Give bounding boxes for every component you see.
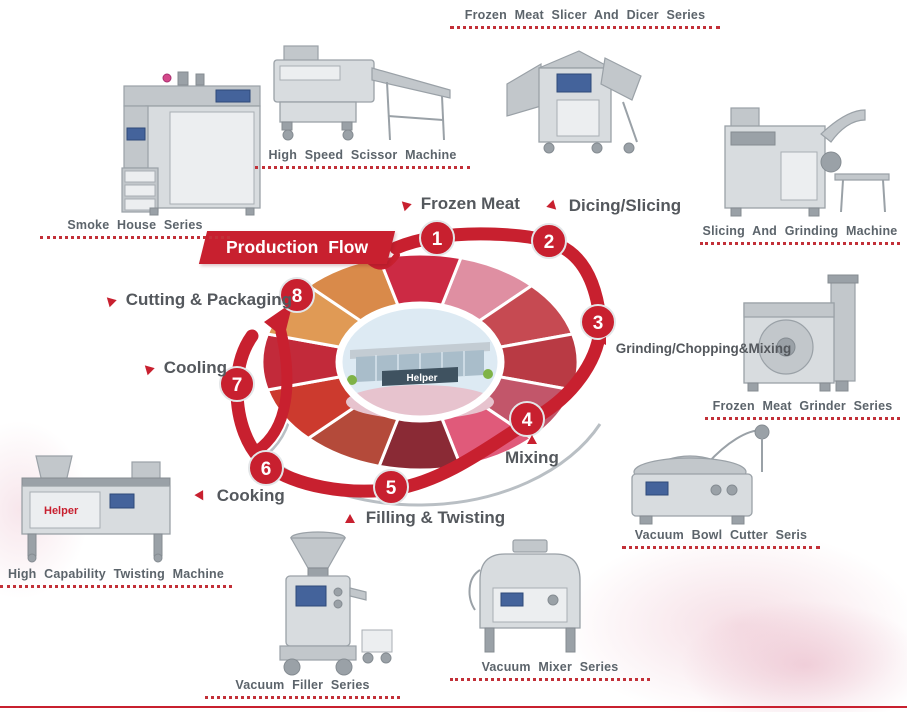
triangle-marker-icon (194, 490, 208, 503)
machine-series-label: Smoke House Series (67, 218, 203, 232)
dotted-underline (705, 417, 900, 421)
step-number: 6 (261, 459, 272, 480)
label-smoke-house-series: Smoke House Series (40, 218, 230, 240)
flow-step-label: Mixing (505, 448, 559, 467)
flow-step-mixing: Mixing (505, 435, 559, 468)
triangle-marker-icon (526, 435, 537, 444)
step-number: 8 (292, 286, 303, 307)
step-badge-3 (580, 304, 616, 340)
triangle-marker-icon (345, 514, 355, 524)
dotted-underline (255, 166, 470, 170)
flow-step-label: Frozen Meat (420, 194, 520, 213)
flow-step-dicing-slicing: Dicing/Slicing (546, 196, 682, 216)
label-vacuum-filler-series: Vacuum Filler Series (205, 678, 400, 700)
machine-series-label: Vacuum Mixer Series (481, 660, 619, 674)
flow-step-filling-twisting: Filling & Twisting (345, 508, 505, 528)
step-badge-7 (219, 366, 255, 402)
flow-step-grinding-chopping: Grinding/Chopping&Mixing (598, 337, 792, 356)
brand-logo-text: Helper (44, 505, 79, 517)
dotted-underline (450, 678, 650, 682)
step-badges: 1 2 3 4 5 6 7 8 (219, 220, 616, 505)
smoke-house-machine-image (121, 71, 261, 216)
frozen-meat-slicer-machine-image (506, 50, 642, 154)
factory-building-photo: Helper (335, 301, 505, 423)
label-vacuum-mixer-series: Vacuum Mixer Series (450, 660, 650, 682)
label-twisting-machine: High Capability Twisting Machine (0, 567, 232, 589)
flow-step-frozen-meat: Frozen Meat (398, 194, 520, 214)
vacuum-filler-machine-image (279, 531, 393, 676)
label-frozen-meat-grinder-series: Frozen Meat Grinder Series (705, 399, 900, 421)
machine-series-label: Slicing And Grinding Machine (702, 224, 898, 238)
triangle-marker-icon (546, 199, 560, 214)
flow-step-label: Cooling (163, 358, 227, 377)
dotted-underline (0, 585, 232, 589)
slicing-grinding-machine-image (724, 107, 890, 217)
step-number: 2 (544, 232, 555, 253)
flow-step-cooling: Cooling (141, 358, 227, 378)
arrowhead-icon (264, 302, 293, 338)
flow-step-label: Grinding/Chopping&Mixing (615, 341, 792, 356)
machine-series-label: Vacuum Filler Series (235, 678, 370, 692)
triangle-marker-icon (141, 361, 155, 376)
dotted-underline (622, 546, 820, 550)
frozen-meat-grinder-machine-image (743, 274, 859, 392)
machine-series-label: High Speed Scissor Machine (268, 148, 457, 162)
step-number: 7 (232, 375, 243, 396)
dotted-underline (40, 236, 230, 240)
vacuum-mixer-machine-image (468, 539, 581, 653)
flow-step-label: Cutting & Packaging (125, 290, 292, 309)
flow-step-label: Cooking (216, 486, 285, 505)
triangle-marker-icon (398, 197, 412, 212)
vacuum-bowl-cutter-machine-image (631, 424, 770, 525)
label-high-speed-scissor: High Speed Scissor Machine (255, 148, 470, 170)
machine-series-label: Vacuum Bowl Cutter Seris (634, 528, 808, 542)
arrow-to-step-8 (249, 326, 293, 458)
triangle-marker-icon (103, 293, 117, 308)
machine-series-label: Frozen Meat Slicer And Dicer Series (464, 8, 706, 22)
label-slicing-grinding: Slicing And Grinding Machine (700, 224, 900, 246)
step-badge-8 (279, 277, 315, 313)
label-frozen-meat-slicer-series: Frozen Meat Slicer And Dicer Series (450, 8, 720, 30)
dotted-underline (450, 26, 720, 30)
pink-watermark (680, 600, 907, 712)
flow-step-cutting-packaging: Cutting & Packaging (103, 290, 292, 310)
step-badge-1 (419, 220, 455, 256)
label-vacuum-bowl-cutter: Vacuum Bowl Cutter Seris (622, 528, 820, 550)
machine-series-label: Frozen Meat Grinder Series (712, 399, 893, 413)
dotted-underline (205, 696, 400, 700)
machine-series-label: High Capability Twisting Machine (7, 567, 225, 581)
step-badge-6 (248, 450, 284, 486)
step-badge-2 (531, 223, 567, 259)
flow-step-label: Filling & Twisting (365, 508, 506, 527)
flow-step-label: Dicing/Slicing (568, 196, 682, 215)
step-number: 3 (593, 313, 604, 334)
twisting-machine-image: Helper (21, 455, 171, 563)
step-number: 5 (386, 478, 397, 499)
banner-label: Production Flow (225, 237, 369, 257)
dotted-underline (700, 242, 900, 246)
high-speed-scissor-machine-image (273, 45, 451, 141)
step-number: 4 (522, 410, 533, 431)
step-badge-5 (373, 469, 409, 505)
bottom-accent-line (0, 706, 907, 708)
step-number: 1 (432, 229, 443, 250)
brand-logo-text: Helper (406, 373, 437, 384)
triangle-marker-icon (598, 337, 606, 346)
flow-step-cooking: Cooking (194, 486, 285, 506)
